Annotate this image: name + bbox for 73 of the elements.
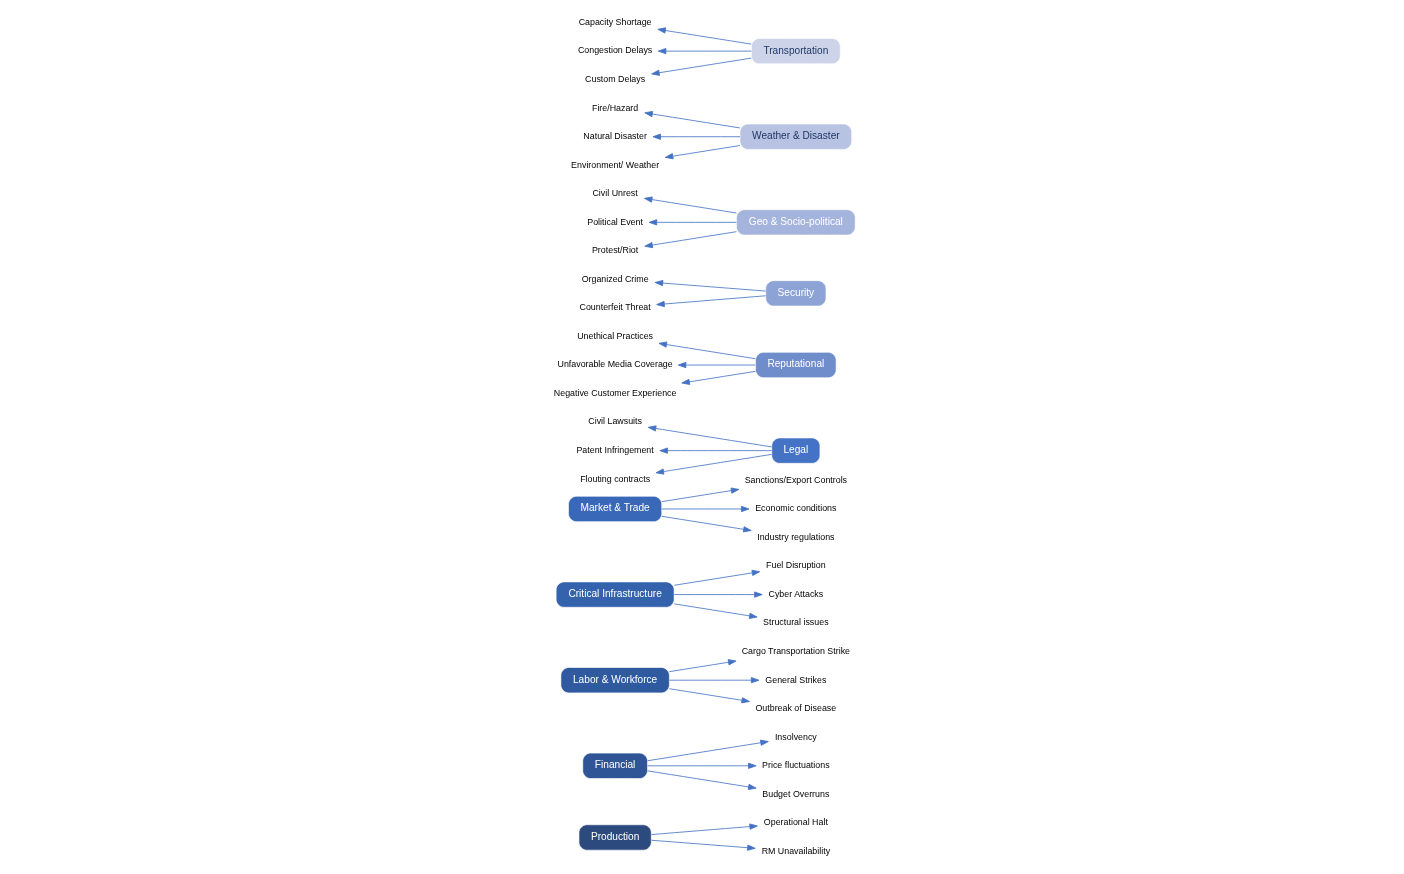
node-box: Reputational xyxy=(755,352,837,379)
node-text: Fuel Disruption xyxy=(766,560,826,571)
arrow xyxy=(647,425,772,448)
arrow xyxy=(647,762,757,769)
node-text: Natural Disaster xyxy=(583,131,647,142)
arrow xyxy=(661,487,740,503)
node-text: Protest/Riot xyxy=(591,245,639,256)
node-box: Critical Infrastructure xyxy=(555,581,675,608)
node-box: Market & Trade xyxy=(568,495,663,522)
node-text: Cargo Transportation Strike xyxy=(741,646,851,656)
node-text: Custom Delays xyxy=(585,74,646,84)
arrow xyxy=(651,57,752,76)
node-text: Price fluctuations xyxy=(762,760,830,771)
node-text: Economic conditions xyxy=(755,503,837,514)
arrow xyxy=(647,770,757,790)
node-text: Industry regulations xyxy=(757,531,835,542)
arrow xyxy=(657,48,752,55)
node-text: Organized Crime xyxy=(581,273,649,284)
arrow xyxy=(652,133,741,140)
arrow xyxy=(664,145,741,160)
arrow xyxy=(673,569,761,586)
node-text: Capacity Shortage xyxy=(578,16,652,27)
node-text: Unethical Practices xyxy=(577,330,654,341)
arrow xyxy=(651,839,756,851)
node-box: Transportation xyxy=(751,38,841,65)
arrow xyxy=(659,447,772,454)
arrow xyxy=(654,280,767,292)
node-box: Legal xyxy=(771,437,821,464)
node-box: Geo & Socio-political xyxy=(736,209,856,236)
arrow xyxy=(644,196,737,214)
arrow xyxy=(647,739,769,762)
node-text: Insolvency xyxy=(774,731,817,742)
node-text: Operational Halt xyxy=(763,817,828,828)
arrow xyxy=(651,823,758,835)
node-box: Financial xyxy=(582,752,648,779)
arrow xyxy=(677,361,756,369)
node-text: Patent Infringement xyxy=(576,444,654,455)
arrow xyxy=(668,688,750,704)
node-box: Production xyxy=(578,824,652,851)
node-text: General Strikes xyxy=(765,674,827,685)
node-text: Structural issues xyxy=(763,617,829,628)
arrow xyxy=(644,231,737,249)
arrow xyxy=(655,453,772,475)
node-text: Negative Customer Experience xyxy=(553,387,677,398)
node-box: Security xyxy=(765,280,827,307)
arrow xyxy=(658,341,756,360)
arrow xyxy=(656,295,767,308)
node-text: Environment/ Weather xyxy=(571,159,660,170)
node-text: Civil Lawsuits xyxy=(588,416,642,427)
arrow xyxy=(668,659,737,673)
node-text: Congestion Delays xyxy=(577,45,653,56)
node-text: Civil Unrest xyxy=(592,188,638,199)
node-text: Sanctions/Export Controls xyxy=(744,474,848,485)
node-box: Labor & Workforce xyxy=(560,667,670,694)
arrow xyxy=(661,505,750,513)
node-text: RM Unavailability xyxy=(761,845,831,856)
node-text: Outbreak of Disease xyxy=(755,703,837,714)
node-text: Budget Overruns xyxy=(762,788,830,799)
arrow xyxy=(673,591,763,598)
arrow xyxy=(673,603,758,619)
arrow xyxy=(661,515,752,533)
arrow xyxy=(657,27,752,45)
node-text: Unfavorable Media Coverage xyxy=(557,359,673,370)
arrow xyxy=(681,370,756,385)
node-text: Political Event xyxy=(587,216,643,227)
node-text: Counterfeit Threat xyxy=(579,302,651,313)
node-box: Weather & Disaster xyxy=(739,123,852,150)
arrow xyxy=(668,677,760,684)
node-text: Cyber Attacks xyxy=(768,588,824,599)
node-text: Flouting contracts xyxy=(580,473,651,484)
arrow xyxy=(644,110,741,129)
arrow xyxy=(648,219,737,226)
node-text: Fire/Hazard xyxy=(591,102,639,113)
